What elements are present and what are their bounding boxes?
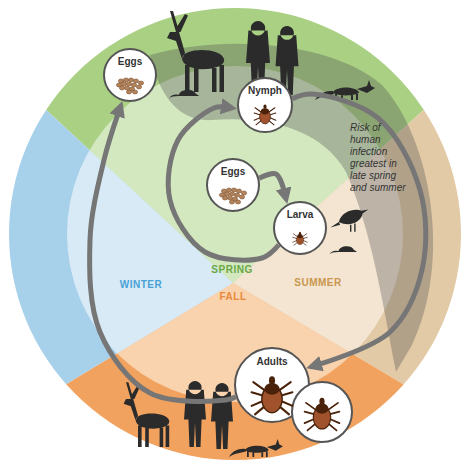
person-silhouette — [211, 383, 233, 449]
fox-silhouette — [315, 80, 375, 100]
egg-cluster — [116, 78, 143, 94]
deer-silhouette — [124, 382, 170, 447]
life-cycle-arrow — [90, 110, 236, 401]
fox-silhouette — [229, 439, 283, 457]
mouse-silhouette — [169, 90, 199, 99]
circle-shape — [274, 202, 326, 254]
stage-name: Eggs — [206, 166, 260, 178]
deer-silhouette — [167, 11, 224, 92]
life-stage-circle: Nymph — [237, 77, 293, 133]
egg-cluster — [219, 188, 246, 204]
nymph-tick — [254, 105, 276, 125]
circle-shape — [238, 78, 292, 132]
mouse-silhouette — [330, 246, 358, 254]
stage-name: Eggs — [103, 56, 157, 68]
life-cycle-arrow — [292, 94, 426, 365]
season-name: SPRING — [211, 264, 252, 276]
season-name: SUMMER — [294, 277, 341, 289]
bird-silhouette — [330, 209, 368, 231]
adult-tick — [252, 376, 293, 414]
life-stage-circle: Eggs — [103, 48, 157, 102]
life-stage-circle: Adults — [234, 347, 310, 423]
life-stage-circle: Eggs — [206, 158, 260, 212]
risk-note: Risk of human infection greatest in late… — [350, 122, 410, 194]
season-name: WINTER — [120, 279, 162, 291]
circle-shape — [104, 49, 156, 101]
life-cycle-arrow — [168, 107, 279, 260]
silhouettes — [124, 11, 375, 457]
connector-layer — [90, 94, 426, 401]
person-silhouette — [184, 381, 206, 447]
stage-name: Larva — [273, 209, 327, 221]
adult-tick — [305, 398, 340, 431]
circle-shape — [235, 348, 309, 422]
stage-name: Adults — [234, 356, 310, 368]
season-name: FALL — [220, 291, 247, 303]
life-cycle-arrow — [259, 174, 285, 195]
winter-wedge — [0, 0, 233, 470]
stage-name: Nymph — [237, 85, 293, 97]
life-stage-circle: Larva — [273, 201, 327, 255]
larva-tick — [293, 232, 307, 246]
adult-tick-circle — [292, 382, 352, 442]
circle-shape — [207, 159, 259, 211]
